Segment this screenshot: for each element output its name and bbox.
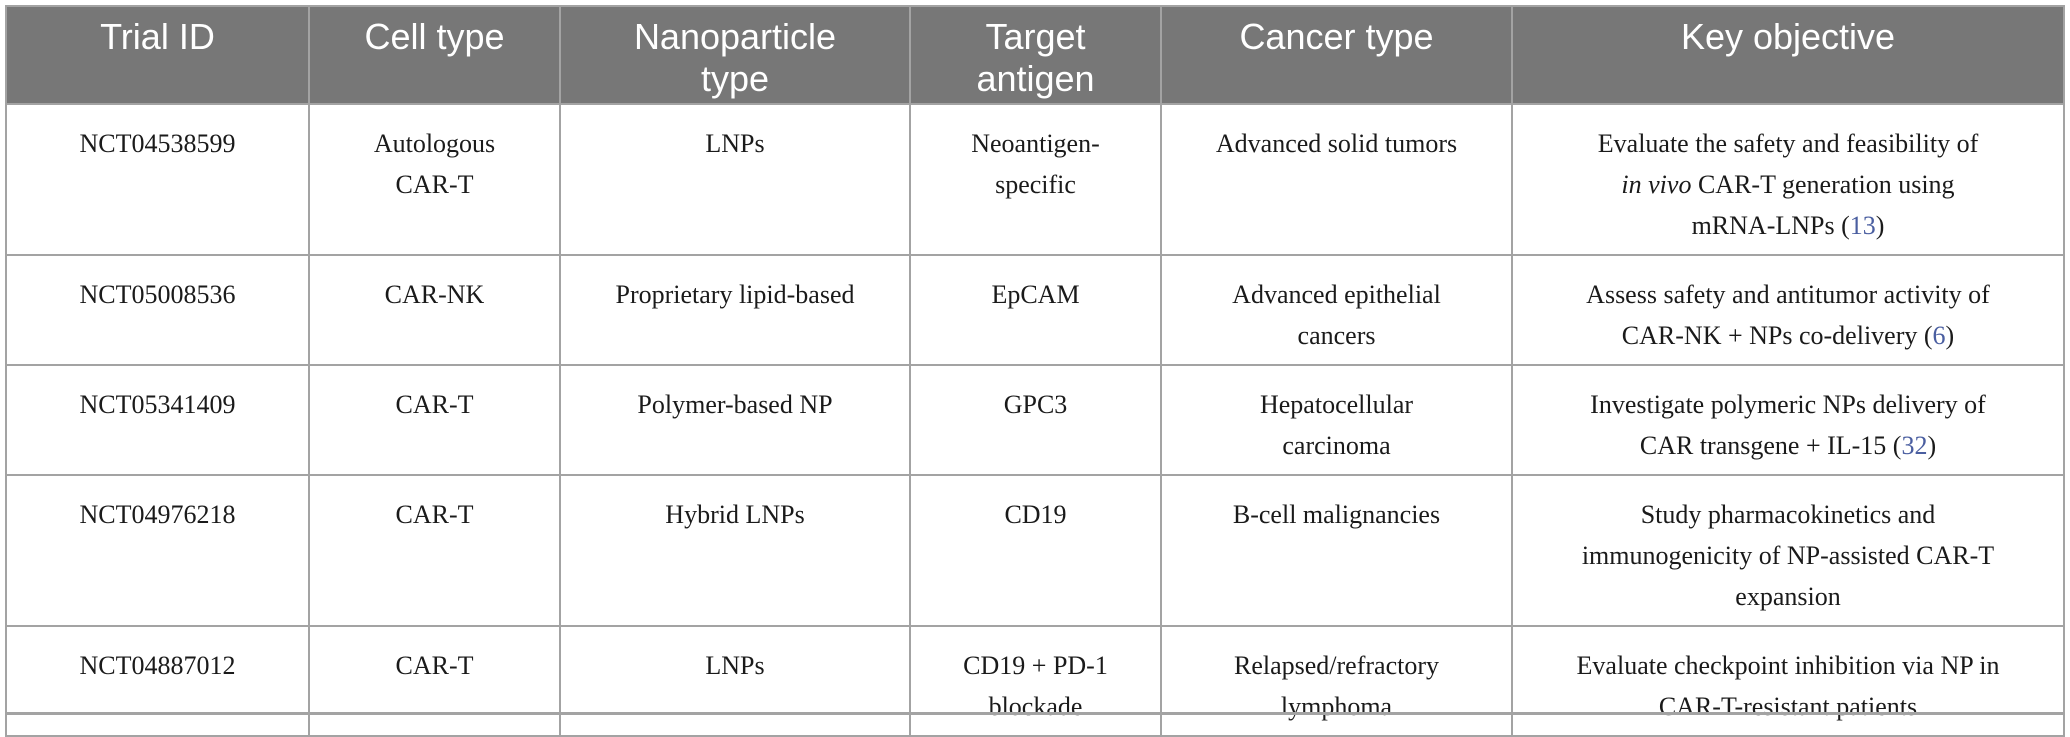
cell-text-line: Autologous xyxy=(373,129,496,158)
cell-target-antigen: EpCAM xyxy=(909,254,1162,366)
cell-text-line: Evaluate checkpoint inhibition via NP in xyxy=(1576,651,2000,680)
cell-nanoparticle-type: LNPs xyxy=(559,103,911,256)
cell-nanoparticle-type: LNPs xyxy=(559,625,911,737)
cell-nanoparticle-type: Hybrid LNPs xyxy=(559,474,911,627)
cell-text-line: Study pharmacokinetics and xyxy=(1640,500,1936,529)
cell-key-objective: Investigate polymeric NPs delivery of CAR… xyxy=(1511,364,2065,476)
italic-term: in vivo xyxy=(1621,170,1692,199)
header-label: Key objective xyxy=(1680,16,1896,57)
cell-text-line: Neoantigen- xyxy=(971,129,1100,158)
header-cancer-type: Cancer type xyxy=(1160,5,1513,105)
cell-text-line: CAR transgene + IL-15 (32) xyxy=(1527,425,2049,466)
cell-text-line: blockade xyxy=(988,692,1083,721)
table-row: NCT05008536 CAR-NK Proprietary lipid-bas… xyxy=(5,254,2065,366)
cell-nanoparticle-type: Proprietary lipid-based xyxy=(559,254,911,366)
reference-link[interactable]: 6 xyxy=(1932,321,1946,350)
cell-text-line: expansion xyxy=(1735,582,1841,611)
cell-text-line: Evaluate the safety and feasibility of xyxy=(1597,129,1979,158)
cell-text: ) xyxy=(1927,431,1937,460)
cell-text-line: Assess safety and antitumor activity of xyxy=(1586,280,1990,309)
cell-key-objective: Evaluate checkpoint inhibition via NP in… xyxy=(1511,625,2065,737)
cell-text-line: CAR-T-resistant patients xyxy=(1658,692,1918,721)
cell-trial-id: NCT04976218 xyxy=(5,474,310,627)
cell-cancer-type: Advanced solid tumors xyxy=(1160,103,1513,256)
cell-cell-type: CAR-NK xyxy=(308,254,561,366)
cell-text-line: CAR-NK + NPs co-delivery (6) xyxy=(1527,315,2049,356)
header-label-line: Nanoparticle xyxy=(633,16,837,57)
cell-cancer-type: Hepatocellular carcinoma xyxy=(1160,364,1513,476)
cell-text-line: CAR-T xyxy=(395,170,474,199)
cell-trial-id: NCT04887012 xyxy=(5,625,310,737)
cell-cell-type: CAR-T xyxy=(308,364,561,476)
header-trial-id: Trial ID xyxy=(5,5,310,105)
cell-text-line: carcinoma xyxy=(1282,431,1391,460)
cell-text-line: CD19 + PD-1 xyxy=(963,651,1108,680)
table-row: NCT04976218 CAR-T Hybrid LNPs CD19 B-cel… xyxy=(5,474,2065,627)
cell-key-objective: Assess safety and antitumor activity of C… xyxy=(1511,254,2065,366)
cell-text-line: specific xyxy=(995,170,1076,199)
table-row: NCT05341409 CAR-T Polymer-based NP GPC3 … xyxy=(5,364,2065,476)
cell-text-line: mRNA-LNPs (13) xyxy=(1527,205,2049,246)
cell-cancer-type: Advanced epithelial cancers xyxy=(1160,254,1513,366)
cell-text-line: lymphoma xyxy=(1280,692,1393,721)
cell-nanoparticle-type: Polymer-based NP xyxy=(559,364,911,476)
cell-cell-type: CAR-T xyxy=(308,474,561,627)
cell-text-line: Hepatocellular xyxy=(1259,390,1414,419)
header-label: Cancer type xyxy=(1239,16,1434,57)
header-label: Cell type xyxy=(364,16,505,57)
header-label-line: Target xyxy=(985,16,1086,57)
reference-link[interactable]: 13 xyxy=(1849,211,1876,240)
cell-text: ) xyxy=(1945,321,1955,350)
cell-text: mRNA-LNPs ( xyxy=(1691,211,1850,240)
cell-key-objective: Evaluate the safety and feasibility of in… xyxy=(1511,103,2065,256)
cell-text: ) xyxy=(1875,211,1885,240)
cell-key-objective: Study pharmacokinetics and immunogenicity… xyxy=(1511,474,2065,627)
cell-target-antigen: CD19 xyxy=(909,474,1162,627)
cell-trial-id: NCT05341409 xyxy=(5,364,310,476)
cell-target-antigen: CD19 + PD-1 blockade xyxy=(909,625,1162,737)
header-label-line: type xyxy=(700,58,770,99)
table-bottom-rule xyxy=(5,712,2063,715)
header-key-objective: Key objective xyxy=(1511,5,2065,105)
cell-text: CAR-T generation using xyxy=(1691,170,1955,199)
cell-cancer-type: B-cell malignancies xyxy=(1160,474,1513,627)
header-label: Trial ID xyxy=(100,16,215,57)
cell-target-antigen: Neoantigen-specific xyxy=(909,103,1162,256)
header-label-line: antigen xyxy=(976,58,1095,99)
cell-text: CAR-NK + NPs co-delivery ( xyxy=(1621,321,1933,350)
cell-cancer-type: Relapsed/refractory lymphoma xyxy=(1160,625,1513,737)
cell-text-line: cancers xyxy=(1297,321,1376,350)
cell-text-line: in vivo CAR-T generation using xyxy=(1527,164,2049,205)
cell-text: CAR transgene + IL-15 ( xyxy=(1639,431,1902,460)
cell-text-line: Relapsed/refractory xyxy=(1233,651,1439,680)
cell-trial-id: NCT04538599 xyxy=(5,103,310,256)
cell-target-antigen: GPC3 xyxy=(909,364,1162,476)
cell-trial-id: NCT05008536 xyxy=(5,254,310,366)
cell-cell-type: CAR-T xyxy=(308,625,561,737)
table-row: NCT04887012 CAR-T LNPs CD19 + PD-1 blocka… xyxy=(5,625,2065,737)
header-cell-type: Cell type xyxy=(308,5,561,105)
cell-text-line: immunogenicity of NP-assisted CAR-T xyxy=(1581,541,1995,570)
cell-text-line: Advanced epithelial xyxy=(1232,280,1441,309)
cell-text-line: Investigate polymeric NPs delivery of xyxy=(1590,390,1986,419)
reference-link[interactable]: 32 xyxy=(1901,431,1928,460)
